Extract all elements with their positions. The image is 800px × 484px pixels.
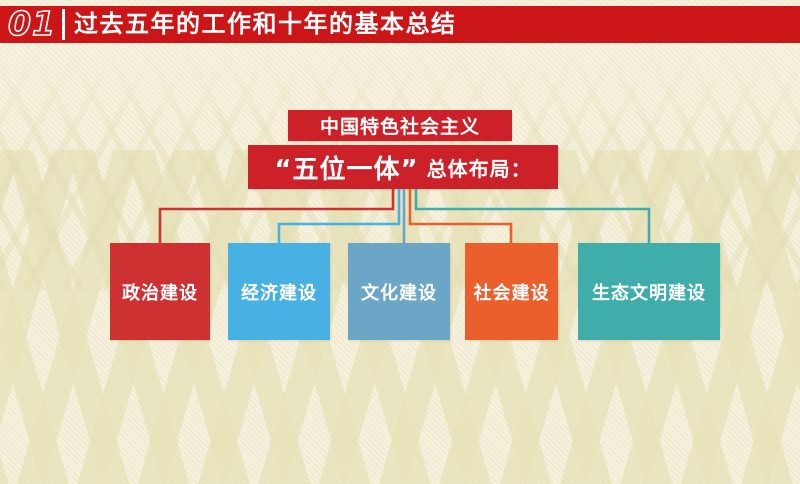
node-box-shengtai[interactable]: 生态文明建设 bbox=[578, 243, 720, 340]
node-label: 社会建设 bbox=[473, 282, 550, 304]
node-box-shehui[interactable]: 社会建设 bbox=[465, 243, 558, 340]
node-label: 政治建设 bbox=[122, 282, 198, 304]
connector-line-0 bbox=[158, 189, 395, 243]
banner-main-suffix-label: 总体布局： bbox=[426, 156, 532, 181]
header-inner: 01 过去五年的工作和十年的基本总结 bbox=[0, 4, 800, 44]
banner-subtitle-label: 中国特色社会主义 bbox=[319, 116, 480, 138]
node-box-zhengzhi[interactable]: 政治建设 bbox=[110, 243, 210, 340]
node-label: 生态文明建设 bbox=[592, 282, 706, 304]
section-header-bar: 01 过去五年的工作和十年的基本总结 bbox=[0, 4, 800, 44]
header-divider bbox=[62, 9, 65, 40]
node-box-wenhua[interactable]: 文化建设 bbox=[348, 243, 450, 340]
connector-line-3 bbox=[408, 189, 513, 243]
connector-line-1 bbox=[277, 189, 401, 243]
banner-main-title: “五位一体” 总体布局： bbox=[248, 145, 558, 189]
connector-line-4 bbox=[414, 189, 651, 243]
node-box-jingji[interactable]: 经济建设 bbox=[228, 243, 330, 340]
banner-main-quoted-label: “五位一体” bbox=[274, 154, 419, 185]
node-label: 文化建设 bbox=[361, 282, 437, 304]
banner-subtitle: 中国特色社会主义 bbox=[288, 110, 512, 141]
section-number: 01 bbox=[7, 4, 56, 44]
node-label: 经济建设 bbox=[241, 282, 317, 304]
page-title: 过去五年的工作和十年的基本总结 bbox=[74, 10, 457, 38]
